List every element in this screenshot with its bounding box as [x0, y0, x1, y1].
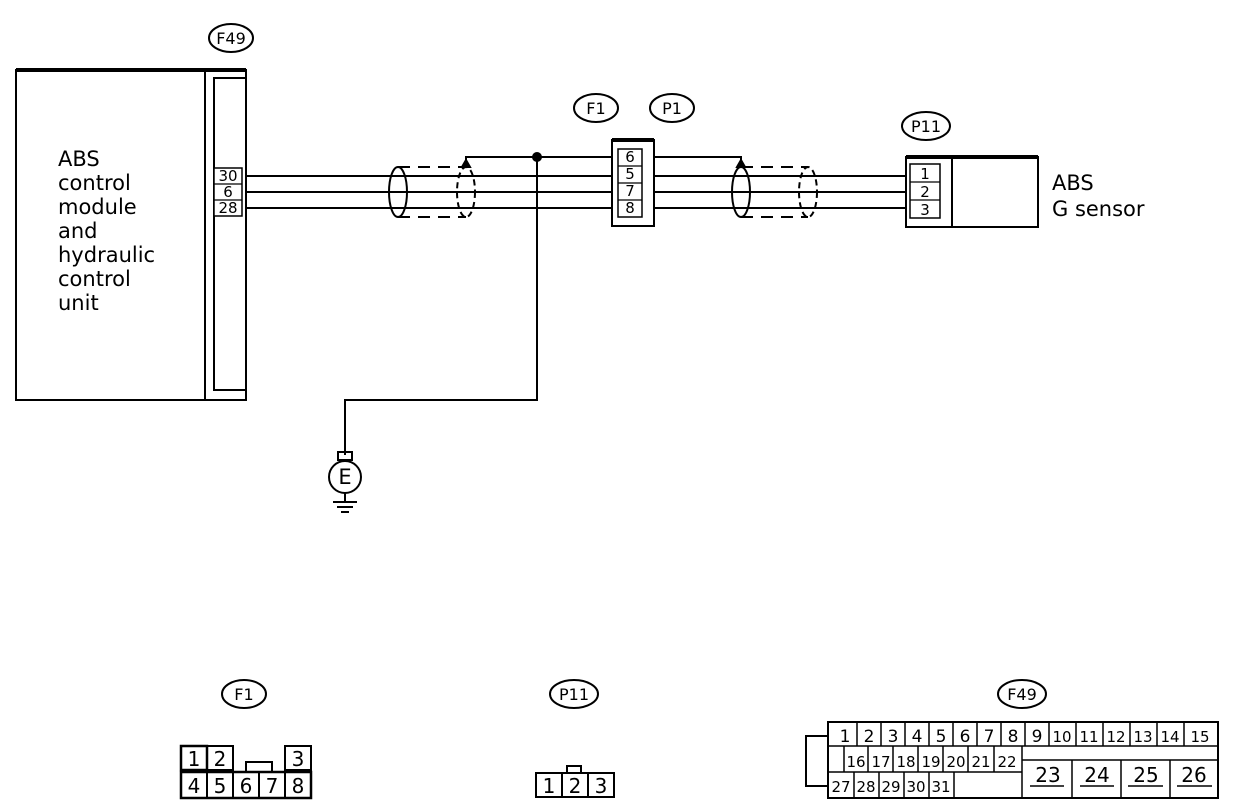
connector-face-f49: F49 1 2 3 4 5 6 7 8 9 10 11 12 13 14 15	[805, 679, 1219, 799]
face-pin-label: 1	[543, 774, 556, 798]
connector-id-label: P1	[662, 99, 682, 118]
face-pin-label: 23	[1035, 763, 1060, 787]
face-pin-label: 20	[946, 753, 965, 771]
connector-id-label: P11	[911, 117, 941, 136]
abs-g-sensor: 1 2 3 ABS G sensor	[905, 155, 1145, 228]
face-pin-label: 19	[921, 753, 940, 771]
face-pin-label: 22	[997, 753, 1016, 771]
face-pin-label: 11	[1079, 728, 1098, 746]
face-pin-label: 5	[936, 727, 947, 747]
abs-module-pins: 30 6 28	[213, 167, 243, 217]
connector-face-p11: P11 1 2 3	[535, 679, 615, 798]
abs-module-label-line: module	[58, 195, 137, 219]
face-pin-label: 31	[931, 778, 950, 796]
face-pin-label: 28	[856, 778, 875, 796]
face-pin-label: 24	[1084, 763, 1109, 787]
ground-terminal: E	[328, 451, 362, 513]
shield-left	[388, 156, 615, 218]
joint-pin-label: 6	[625, 148, 635, 166]
g-sensor-label-line: ABS	[1052, 171, 1094, 195]
face-pin-label: 17	[871, 753, 890, 771]
face-pin-label: 8	[292, 774, 305, 798]
abs-pin-label: 30	[218, 167, 237, 185]
face-pin-label: 2	[864, 727, 875, 747]
joint-connector-f1-p1: 6 5 7 8	[611, 138, 655, 227]
abs-module-label-line: unit	[58, 291, 99, 315]
sensor-pin-label: 3	[920, 201, 930, 219]
shield-right	[655, 156, 818, 218]
g-sensor-label-line: G sensor	[1052, 197, 1145, 221]
face-pin-label: 2	[214, 747, 227, 771]
face-pin-label: 29	[881, 778, 900, 796]
connector-id-f49: F49	[208, 23, 254, 53]
face-pin-label: 1	[188, 747, 201, 771]
face-pin-label: 12	[1106, 728, 1125, 746]
face-pin-label: 18	[896, 753, 915, 771]
abs-pin-label: 28	[218, 199, 237, 217]
face-pin-label: 13	[1133, 728, 1152, 746]
face-pin-label: 21	[971, 753, 990, 771]
face-pin-label: 3	[888, 727, 899, 747]
face-pin-label: 2	[569, 774, 582, 798]
ground-wire	[344, 152, 542, 455]
abs-module-label-line: ABS	[58, 147, 100, 171]
joint-pin-label: 7	[625, 182, 635, 200]
abs-control-module: ABS control module and hydraulic control…	[15, 68, 247, 401]
abs-module-label-line: and	[58, 219, 98, 243]
face-pin-label: 16	[846, 753, 865, 771]
ground-label: E	[338, 465, 351, 489]
abs-module-label-line: control	[58, 171, 131, 195]
face-pin-label: 5	[214, 774, 227, 798]
face-pin-label: 26	[1181, 763, 1206, 787]
face-pin-label: 25	[1133, 763, 1158, 787]
face-pin-label: 4	[188, 774, 201, 798]
connector-face-f1: F1 1 2 3 4 5 6 7 8	[179, 679, 313, 800]
connector-id-p1: P1	[649, 93, 695, 123]
face-pin-label: 4	[912, 727, 923, 747]
connector-id-p11: P11	[901, 111, 951, 141]
face-pin-label: 14	[1160, 728, 1179, 746]
connector-id-label: P11	[559, 685, 589, 704]
face-pin-label: 3	[595, 774, 608, 798]
connector-id-f1: F1	[573, 93, 619, 123]
abs-module-label-line: hydraulic	[58, 243, 155, 267]
face-pin-label: 30	[906, 778, 925, 796]
abs-module-label: ABS control module and hydraulic control…	[58, 147, 155, 315]
face-pin-label: 8	[1008, 727, 1019, 747]
face-pin-label: 6	[240, 774, 253, 798]
connector-id-label: F49	[1007, 685, 1037, 704]
sensor-pin-label: 1	[920, 165, 930, 183]
face-pin-label: 3	[292, 747, 305, 771]
face-pin-label: 7	[984, 727, 995, 747]
connector-id-label: F1	[586, 99, 605, 118]
face-pin-label: 9	[1032, 727, 1043, 747]
connector-id-label: F1	[234, 685, 253, 704]
joint-pin-label: 5	[625, 165, 635, 183]
face-pin-label: 7	[266, 774, 279, 798]
joint-pin-label: 8	[625, 199, 635, 217]
face-pin-label: 1	[840, 727, 851, 747]
face-pin-label: 10	[1052, 728, 1071, 746]
signal-wires	[246, 175, 906, 209]
abs-module-label-line: control	[58, 267, 131, 291]
face-pin-label: 27	[831, 778, 850, 796]
connector-id-label: F49	[216, 29, 246, 48]
face-pin-label: 15	[1190, 728, 1209, 746]
face-pin-label: 6	[960, 727, 971, 747]
abs-pin-label: 6	[223, 183, 233, 201]
sensor-pin-label: 2	[920, 183, 930, 201]
